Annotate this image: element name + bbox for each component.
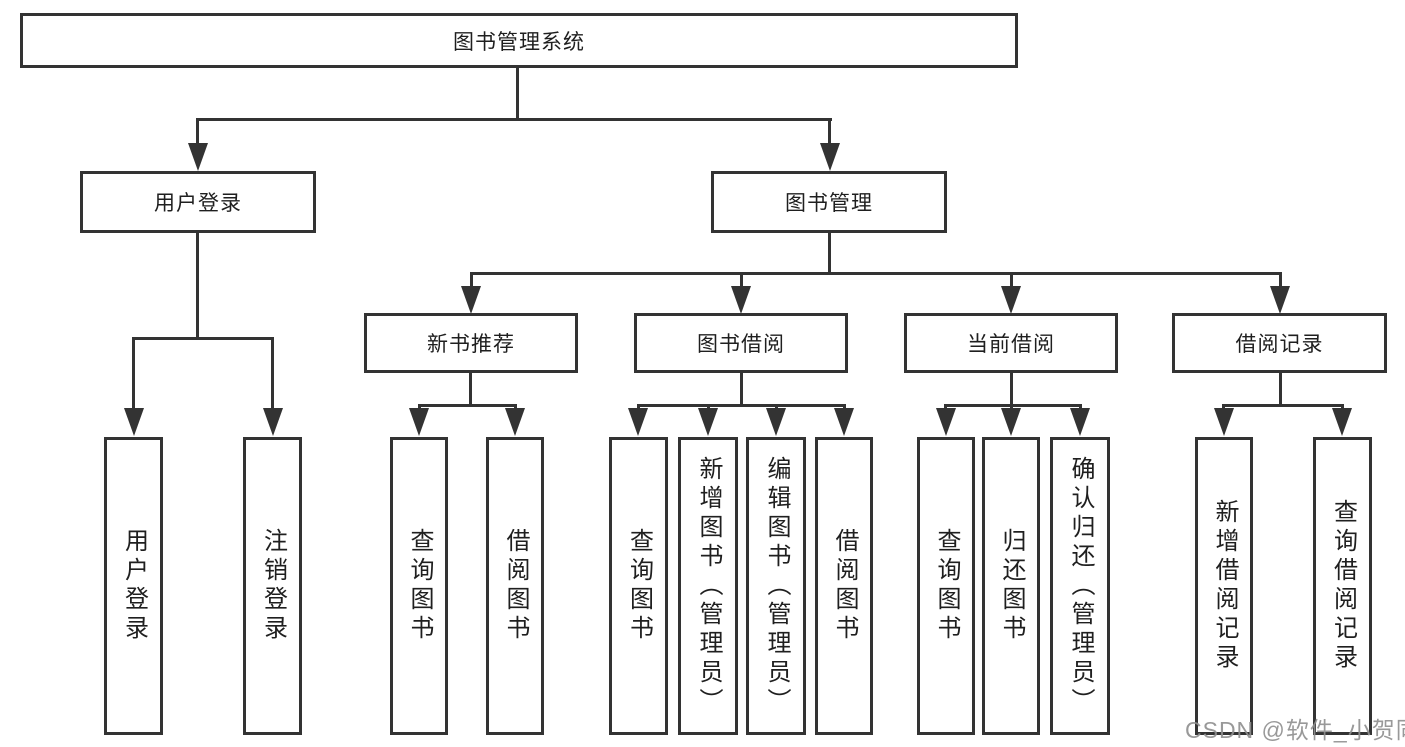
connector-line (828, 233, 831, 274)
arrow-down-icon (1001, 408, 1021, 436)
connector-line (944, 404, 1082, 407)
leaf-current-query-label: 查询图书 (933, 528, 960, 644)
node-borrow-records: 借阅记录 (1172, 313, 1387, 373)
node-new-books-label: 新书推荐 (427, 333, 515, 356)
leaf-current-confirm-label: 确认归还（管理员） (1067, 455, 1094, 717)
leaf-records-query-label: 查询借阅记录 (1329, 499, 1357, 673)
connector-line (132, 337, 274, 340)
leaf-user-logout: 注销登录 (243, 437, 302, 735)
leaf-newbooks-borrow: 借阅图书 (486, 437, 544, 735)
leaf-current-confirm: 确认归还（管理员） (1050, 437, 1110, 735)
leaf-newbooks-query: 查询图书 (390, 437, 448, 735)
leaf-borrow-edit-label: 编辑图书（管理员） (763, 455, 790, 717)
node-current-borrow: 当前借阅 (904, 313, 1118, 373)
leaf-newbooks-query-label: 查询图书 (406, 528, 433, 644)
connector-line (196, 118, 832, 121)
arrow-down-icon (188, 143, 208, 171)
leaf-records-add-label: 新增借阅记录 (1211, 499, 1238, 673)
node-root-label: 图书管理系统 (453, 30, 585, 54)
connector-line (1279, 373, 1282, 406)
connector-line (828, 118, 831, 145)
node-book-borrow-label: 图书借阅 (697, 333, 785, 356)
node-root: 图书管理系统 (20, 13, 1018, 68)
node-book-borrow: 图书借阅 (634, 313, 848, 373)
leaf-records-add: 新增借阅记录 (1195, 437, 1253, 735)
connector-line (637, 404, 846, 407)
node-user-login-label: 用户登录 (154, 192, 242, 215)
leaf-borrow-add-label: 新增图书（管理员） (695, 455, 722, 717)
arrow-down-icon (1070, 408, 1090, 436)
leaf-borrow-query: 查询图书 (609, 437, 668, 735)
node-borrow-records-label: 借阅记录 (1235, 333, 1324, 356)
connector-line (271, 337, 274, 411)
node-current-borrow-label: 当前借阅 (967, 333, 1055, 356)
connector-line (1279, 272, 1282, 289)
node-user-login: 用户登录 (80, 171, 316, 233)
connector-line (1010, 272, 1013, 289)
arrow-down-icon (731, 286, 751, 314)
connector-line (740, 373, 743, 406)
leaf-records-query: 查询借阅记录 (1313, 437, 1372, 735)
connector-line (469, 373, 472, 406)
arrow-down-icon (766, 408, 786, 436)
connector-line (418, 404, 517, 407)
leaf-borrow-borrow-label: 借阅图书 (831, 528, 858, 644)
connector-line (196, 118, 199, 145)
arrow-down-icon (1214, 408, 1234, 436)
watermark-text: CSDN @软件_小贺同学 (1185, 717, 1405, 743)
connector-line (1010, 373, 1013, 406)
leaf-user-login-label: 用户登录 (120, 528, 148, 644)
connector-line (132, 337, 135, 411)
leaf-user-logout-label: 注销登录 (259, 528, 287, 644)
arrow-down-icon (409, 408, 429, 436)
leaf-current-return: 归还图书 (982, 437, 1040, 735)
leaf-borrow-add: 新增图书（管理员） (678, 437, 738, 735)
node-book-mgmt: 图书管理 (711, 171, 947, 233)
connector-line (196, 233, 199, 339)
arrow-down-icon (505, 408, 525, 436)
leaf-current-query: 查询图书 (917, 437, 975, 735)
arrow-down-icon (936, 408, 956, 436)
leaf-borrow-edit: 编辑图书（管理员） (746, 437, 806, 735)
arrow-down-icon (628, 408, 648, 436)
node-new-books: 新书推荐 (364, 313, 578, 373)
connector-line (1222, 404, 1344, 407)
leaf-newbooks-borrow-label: 借阅图书 (502, 528, 529, 644)
arrow-down-icon (834, 408, 854, 436)
arrow-down-icon (461, 286, 481, 314)
connector-line (516, 68, 519, 120)
arrow-down-icon (124, 408, 144, 436)
leaf-current-return-label: 归还图书 (998, 528, 1025, 644)
arrow-down-icon (1332, 408, 1352, 436)
leaf-borrow-query-label: 查询图书 (625, 528, 653, 644)
arrow-down-icon (820, 143, 840, 171)
connector-line (470, 272, 1282, 275)
leaf-borrow-borrow: 借阅图书 (815, 437, 873, 735)
arrow-down-icon (1001, 286, 1021, 314)
arrow-down-icon (698, 408, 718, 436)
leaf-user-login: 用户登录 (104, 437, 163, 735)
connector-line (470, 272, 473, 289)
node-book-mgmt-label: 图书管理 (785, 192, 873, 215)
connector-line (740, 272, 743, 289)
arrow-down-icon (1270, 286, 1290, 314)
arrow-down-icon (263, 408, 283, 436)
